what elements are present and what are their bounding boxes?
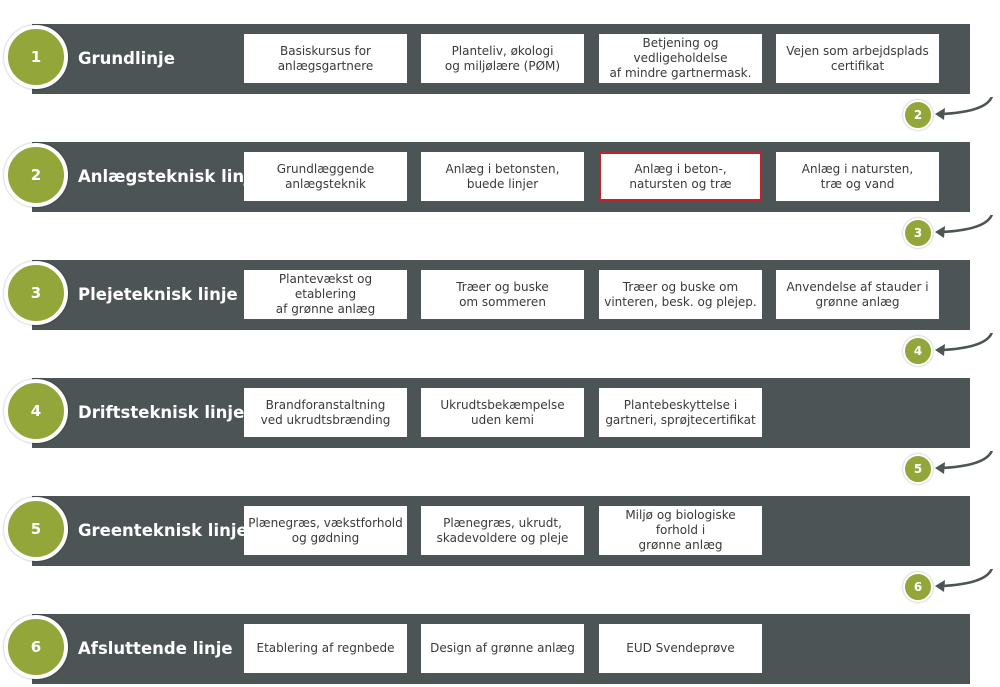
next-line-badge: 2 xyxy=(903,100,933,130)
next-line-connector: 5 xyxy=(900,451,1000,501)
course-label: Plænegræs, vækstforhold og gødning xyxy=(248,515,403,545)
course-box[interactable]: EUD Svendeprøve xyxy=(599,624,762,673)
course-box[interactable]: Vejen som arbejdsplads certifikat xyxy=(776,34,939,83)
course-box[interactable]: Plantevækst og etablering af grønne anlæ… xyxy=(244,270,407,319)
next-line-badge: 4 xyxy=(903,336,933,366)
line-number-badge: 1 xyxy=(4,25,68,89)
next-line-connector: 2 xyxy=(900,97,1000,147)
line-number-badge: 5 xyxy=(4,497,68,561)
next-line-connector: 4 xyxy=(900,333,1000,383)
course-box[interactable]: Design af grønne anlæg xyxy=(421,624,584,673)
course-label: Ukrudtsbekæmpelse uden kemi xyxy=(440,397,565,427)
line-row-2: 2 Anlægsteknisk linje Grundlæggende anlægs… xyxy=(0,140,1000,214)
course-label: Miljø og biologiske forhold i grønne anl… xyxy=(625,508,736,552)
course-box[interactable]: Anlæg i betonsten, buede linjer xyxy=(421,152,584,201)
course-box[interactable]: Plænegræs, ukrudt, skadevoldere og pleje xyxy=(421,506,584,555)
line-row-4: 4 Driftsteknisk linje Brandforanstaltning … xyxy=(0,376,1000,450)
course-label: Plantevækst og etablering af grønne anlæ… xyxy=(275,272,376,316)
course-box[interactable]: Brandforanstaltning ved ukrudtsbrænding xyxy=(244,388,407,437)
line-title: Afsluttende linje xyxy=(78,639,233,658)
line-row-3: 3 Plejeteknisk linje Plantevækst og etable… xyxy=(0,258,1000,332)
next-line-badge: 5 xyxy=(903,454,933,484)
course-box[interactable]: Træer og buske om vinteren, besk. og ple… xyxy=(599,270,762,319)
course-label: Vejen som arbejdsplads certifikat xyxy=(786,43,929,73)
course-box[interactable]: Grundlæggende anlægsteknik xyxy=(244,152,407,201)
curved-arrow-icon xyxy=(935,333,993,356)
line-number-badge: 2 xyxy=(4,143,68,207)
line-title: Driftsteknisk linje xyxy=(78,403,245,422)
course-label: Betjening og vedligeholdelse af mindre g… xyxy=(609,36,752,80)
course-box[interactable]: Planteliv, økologi og miljølære (PØM) xyxy=(421,34,584,83)
course-box[interactable]: Anvendelse af stauder i grønne anlæg xyxy=(776,270,939,319)
course-box[interactable]: Plantebeskyttelse i gartneri, sprøjtecer… xyxy=(599,388,762,437)
course-label: Anlæg i betonsten, buede linjer xyxy=(445,161,560,191)
next-line-badge: 3 xyxy=(903,218,933,248)
next-line-connector: 3 xyxy=(900,215,1000,265)
line-title: Greenteknisk linje xyxy=(78,521,248,540)
course-box[interactable]: Betjening og vedligeholdelse af mindre g… xyxy=(599,34,762,83)
course-label: Træer og buske om sommeren xyxy=(456,279,549,309)
next-line-badge: 6 xyxy=(903,572,933,602)
course-label: Plantebeskyttelse i gartneri, sprøjtecer… xyxy=(605,397,756,427)
curved-arrow-icon xyxy=(935,215,993,238)
next-line-connector: 6 xyxy=(900,569,1000,619)
line-number-badge: 6 xyxy=(4,615,68,679)
curved-arrow-icon xyxy=(935,451,993,474)
line-title: Grundlinje xyxy=(78,49,175,68)
line-row-1: 1 Grundlinje Basiskursus for anlægsgartner… xyxy=(0,22,1000,96)
line-title: Plejeteknisk linje xyxy=(78,285,238,304)
course-label: Anlæg i natursten, træ og vand xyxy=(801,161,914,191)
course-box[interactable]: Plænegræs, vækstforhold og gødning xyxy=(244,506,407,555)
line-number-badge: 4 xyxy=(4,379,68,443)
course-box[interactable]: Anlæg i natursten, træ og vand xyxy=(776,152,939,201)
course-box[interactable]: Miljø og biologiske forhold i grønne anl… xyxy=(599,506,762,555)
course-label: Anvendelse af stauder i grønne anlæg xyxy=(786,279,929,309)
course-box[interactable]: Anlæg i beton-, natursten og træ xyxy=(599,152,762,201)
curved-arrow-icon xyxy=(935,569,993,592)
course-box[interactable]: Træer og buske om sommeren xyxy=(421,270,584,319)
course-label: Etablering af regnbede xyxy=(256,641,395,655)
course-box[interactable]: Ukrudtsbekæmpelse uden kemi xyxy=(421,388,584,437)
course-label: EUD Svendeprøve xyxy=(626,641,735,655)
line-row-6: 6 Afsluttende linje Etablering af regnbede… xyxy=(0,612,1000,686)
course-label: Planteliv, økologi og miljølære (PØM) xyxy=(444,43,561,73)
line-number-badge: 3 xyxy=(4,261,68,325)
curved-arrow-icon xyxy=(935,97,993,120)
course-label: Grundlæggende anlægsteknik xyxy=(276,161,375,191)
course-label: Brandforanstaltning ved ukrudtsbrænding xyxy=(260,397,391,427)
course-label: Basiskursus for anlægsgartnere xyxy=(277,43,374,73)
course-label: Anlæg i beton-, natursten og træ xyxy=(629,161,732,191)
course-label: Design af grønne anlæg xyxy=(430,641,575,655)
course-label: Plænegræs, ukrudt, skadevoldere og pleje xyxy=(436,515,569,545)
line-title: Anlægsteknisk linje xyxy=(78,167,261,186)
course-label: Træer og buske om vinteren, besk. og ple… xyxy=(604,279,757,309)
course-box[interactable]: Etablering af regnbede xyxy=(244,624,407,673)
course-box[interactable]: Basiskursus for anlægsgartnere xyxy=(244,34,407,83)
